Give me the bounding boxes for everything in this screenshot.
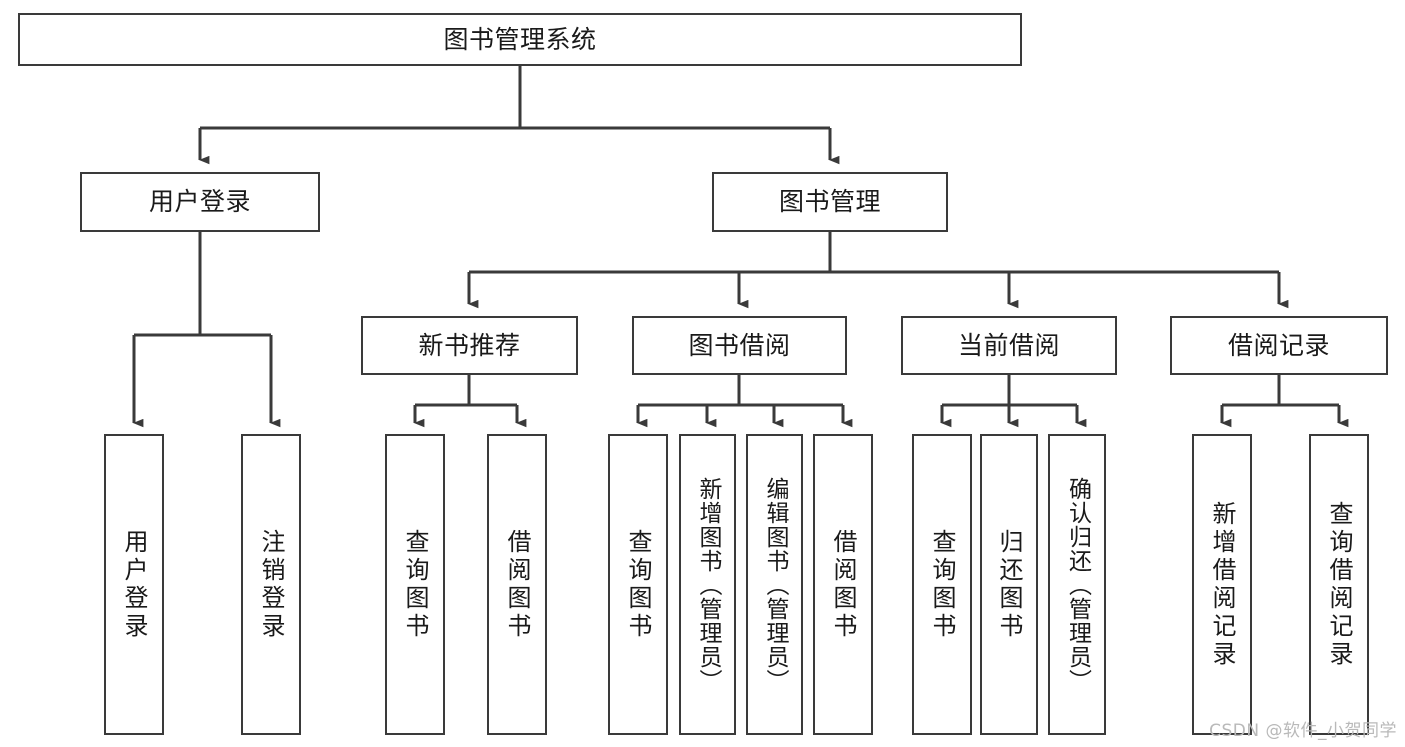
node-leaf-query-record-label: 查询借阅记录 <box>1325 500 1353 669</box>
node-user-login-label: 用户登录 <box>148 187 251 217</box>
node-borrow-record[interactable]: 借阅记录 <box>1170 316 1388 375</box>
node-leaf-add-book-label: 新增图书（管理员） <box>695 476 721 693</box>
node-leaf-borrow-book-1[interactable]: 借阅图书 <box>487 434 547 735</box>
node-leaf-return-book-label: 归还图书 <box>995 528 1023 641</box>
node-leaf-logout-label: 注销登录 <box>257 528 285 641</box>
node-new-book-rec[interactable]: 新书推荐 <box>361 316 578 375</box>
node-leaf-borrow-book-1-label: 借阅图书 <box>503 528 531 641</box>
node-leaf-edit-book-label: 编辑图书（管理员） <box>762 476 788 693</box>
node-book-borrow[interactable]: 图书借阅 <box>632 316 847 375</box>
node-leaf-query-book-1[interactable]: 查询图书 <box>385 434 445 735</box>
node-leaf-add-record-label: 新增借阅记录 <box>1208 500 1236 669</box>
node-root-label: 图书管理系统 <box>443 24 597 54</box>
node-leaf-borrow-book-2[interactable]: 借阅图书 <box>813 434 873 735</box>
node-borrow-record-label: 借阅记录 <box>1227 330 1330 360</box>
node-leaf-user-login[interactable]: 用户登录 <box>104 434 164 735</box>
node-leaf-confirm-return-label: 确认归还（管理员） <box>1064 476 1091 693</box>
node-leaf-query-book-1-label: 查询图书 <box>401 528 429 641</box>
node-leaf-add-book[interactable]: 新增图书（管理员） <box>679 434 736 735</box>
node-leaf-query-book-2[interactable]: 查询图书 <box>608 434 668 735</box>
watermark-text: CSDN @软件_小贺同学 <box>1209 721 1397 741</box>
node-book-borrow-label: 图书借阅 <box>688 330 791 360</box>
node-root[interactable]: 图书管理系统 <box>18 13 1022 66</box>
node-leaf-return-book[interactable]: 归还图书 <box>980 434 1038 735</box>
node-leaf-borrow-book-2-label: 借阅图书 <box>829 528 857 641</box>
node-current-borrow-label: 当前借阅 <box>957 330 1060 360</box>
node-leaf-query-book-2-label: 查询图书 <box>624 528 652 641</box>
node-leaf-user-login-label: 用户登录 <box>120 528 148 641</box>
node-book-manage[interactable]: 图书管理 <box>712 172 948 232</box>
node-book-manage-label: 图书管理 <box>778 187 881 217</box>
node-leaf-query-book-3[interactable]: 查询图书 <box>912 434 972 735</box>
node-leaf-query-record[interactable]: 查询借阅记录 <box>1309 434 1369 735</box>
node-user-login[interactable]: 用户登录 <box>80 172 320 232</box>
node-current-borrow[interactable]: 当前借阅 <box>901 316 1117 375</box>
node-leaf-logout[interactable]: 注销登录 <box>241 434 301 735</box>
node-new-book-rec-label: 新书推荐 <box>418 330 521 360</box>
node-leaf-edit-book[interactable]: 编辑图书（管理员） <box>746 434 803 735</box>
node-leaf-add-record[interactable]: 新增借阅记录 <box>1192 434 1252 735</box>
node-leaf-confirm-return[interactable]: 确认归还（管理员） <box>1048 434 1106 735</box>
node-leaf-query-book-3-label: 查询图书 <box>928 528 956 641</box>
